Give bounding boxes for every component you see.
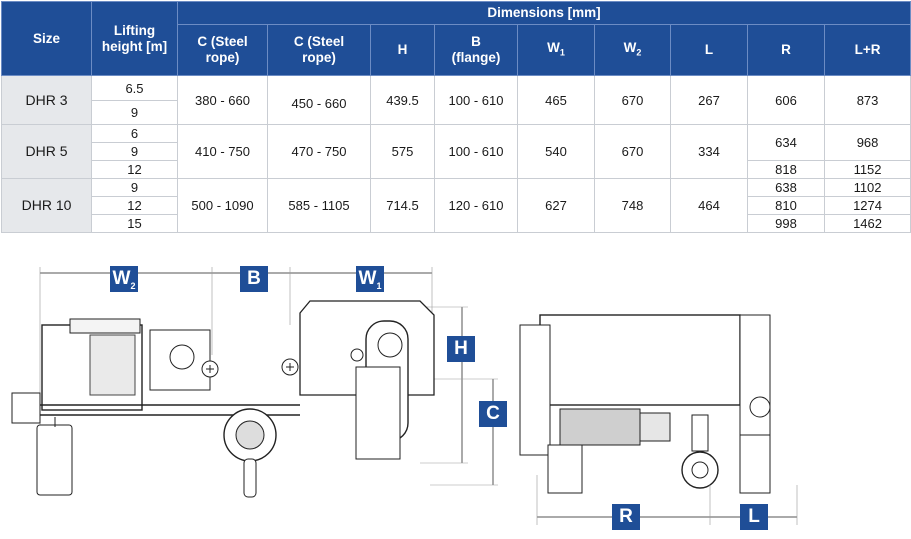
lifting-height-cell: 9 [91, 142, 178, 161]
h-cell: 714.5 [370, 178, 435, 233]
l-plus-r-cell: 873 [823, 75, 911, 125]
lifting-height-cell: 12 [91, 160, 178, 179]
r-cell: 638 [747, 178, 825, 197]
w1-cell: 627 [517, 178, 595, 233]
l-cell: 267 [670, 75, 748, 125]
size-cell: DHR 10 [1, 178, 92, 233]
label-w2: W2 [110, 266, 138, 292]
r-cell: 810 [747, 196, 825, 215]
header-w1: W1 [517, 24, 595, 76]
w2-cell: 670 [594, 124, 671, 179]
h-cell: 439.5 [370, 75, 435, 125]
table-row: DHR 5 6 410 - 750 470 - 750 575 100 - 61… [1, 124, 911, 179]
w2-cell: 670 [594, 75, 671, 125]
b-flange-cell: 120 - 610 [434, 178, 518, 233]
l-plus-r-cell: 1102 [823, 178, 911, 197]
header-h: H [370, 24, 435, 76]
l-plus-r-cell: 1274 [823, 196, 911, 215]
header-c-steel-rope-2: C (Steel rope) [267, 24, 371, 76]
size-cell: DHR 5 [1, 124, 92, 179]
header-dimensions: Dimensions [mm] [176, 1, 911, 25]
w1-cell: 540 [517, 124, 595, 179]
header-b-flange: B (flange) [434, 24, 518, 76]
label-l: L [740, 504, 768, 530]
w1-cell: 465 [517, 75, 595, 125]
l-plus-r-cell: 968 [823, 124, 911, 161]
label-c: C [479, 401, 507, 427]
label-h: H [447, 336, 475, 362]
c-steel-rope-2-cell: 470 - 750 [267, 124, 371, 179]
header-c-steel-rope: C (Steel rope) [177, 24, 268, 76]
table-row: DHR 10 9 500 - 1090 585 - 1105 714.5 120… [1, 178, 911, 233]
header-r: R [747, 24, 825, 76]
label-r: R [612, 504, 640, 530]
header-size: Size [1, 1, 92, 76]
lifting-height-cell: 12 [91, 196, 178, 215]
l-plus-r-cell: 1152 [823, 160, 911, 179]
size-cell: DHR 3 [1, 75, 92, 125]
c-steel-rope-cell: 380 - 660 [177, 75, 268, 125]
c-steel-rope-2-cell: 585 - 1105 [267, 178, 371, 233]
lifting-height-cell: 6.5 [91, 75, 178, 101]
label-w1: W1 [356, 266, 384, 292]
header-lifting-height: Lifting height [m] [91, 1, 178, 76]
c-steel-rope-cell: 410 - 750 [177, 124, 268, 179]
l-cell: 464 [670, 178, 748, 233]
table-row: DHR 3 6.5 380 - 660 450 - 660 439.5 100 … [1, 75, 911, 125]
b-flange-cell: 100 - 610 [434, 124, 518, 179]
r-cell: 606 [747, 75, 825, 125]
l-plus-r-cell: 1462 [823, 214, 911, 233]
header-l: L [670, 24, 748, 76]
b-flange-cell: 100 - 610 [434, 75, 518, 125]
r-cell: 634 [747, 124, 825, 161]
header-l-plus-r: L+R [823, 24, 911, 76]
hoist-technical-drawing [11, 267, 798, 525]
lifting-height-cell: 6 [91, 124, 178, 143]
dimensions-table: Size Lifting height [m] Dimensions [mm] … [1, 1, 911, 233]
c-steel-rope-cell: 500 - 1090 [177, 178, 268, 233]
r-cell: 818 [747, 160, 825, 179]
header-w2: W2 [594, 24, 671, 76]
c-steel-rope-2-cell: 450 - 660 [267, 75, 371, 125]
w2-cell: 748 [594, 178, 671, 233]
lifting-height-cell: 9 [91, 100, 178, 125]
l-cell: 334 [670, 124, 748, 179]
lifting-height-cell: 15 [91, 214, 178, 233]
label-b: B [240, 266, 268, 292]
table-row: 15 998 1462 [2, 214, 911, 233]
r-cell: 998 [747, 214, 825, 233]
lifting-height-cell: 9 [91, 178, 178, 197]
h-cell: 575 [370, 124, 435, 179]
